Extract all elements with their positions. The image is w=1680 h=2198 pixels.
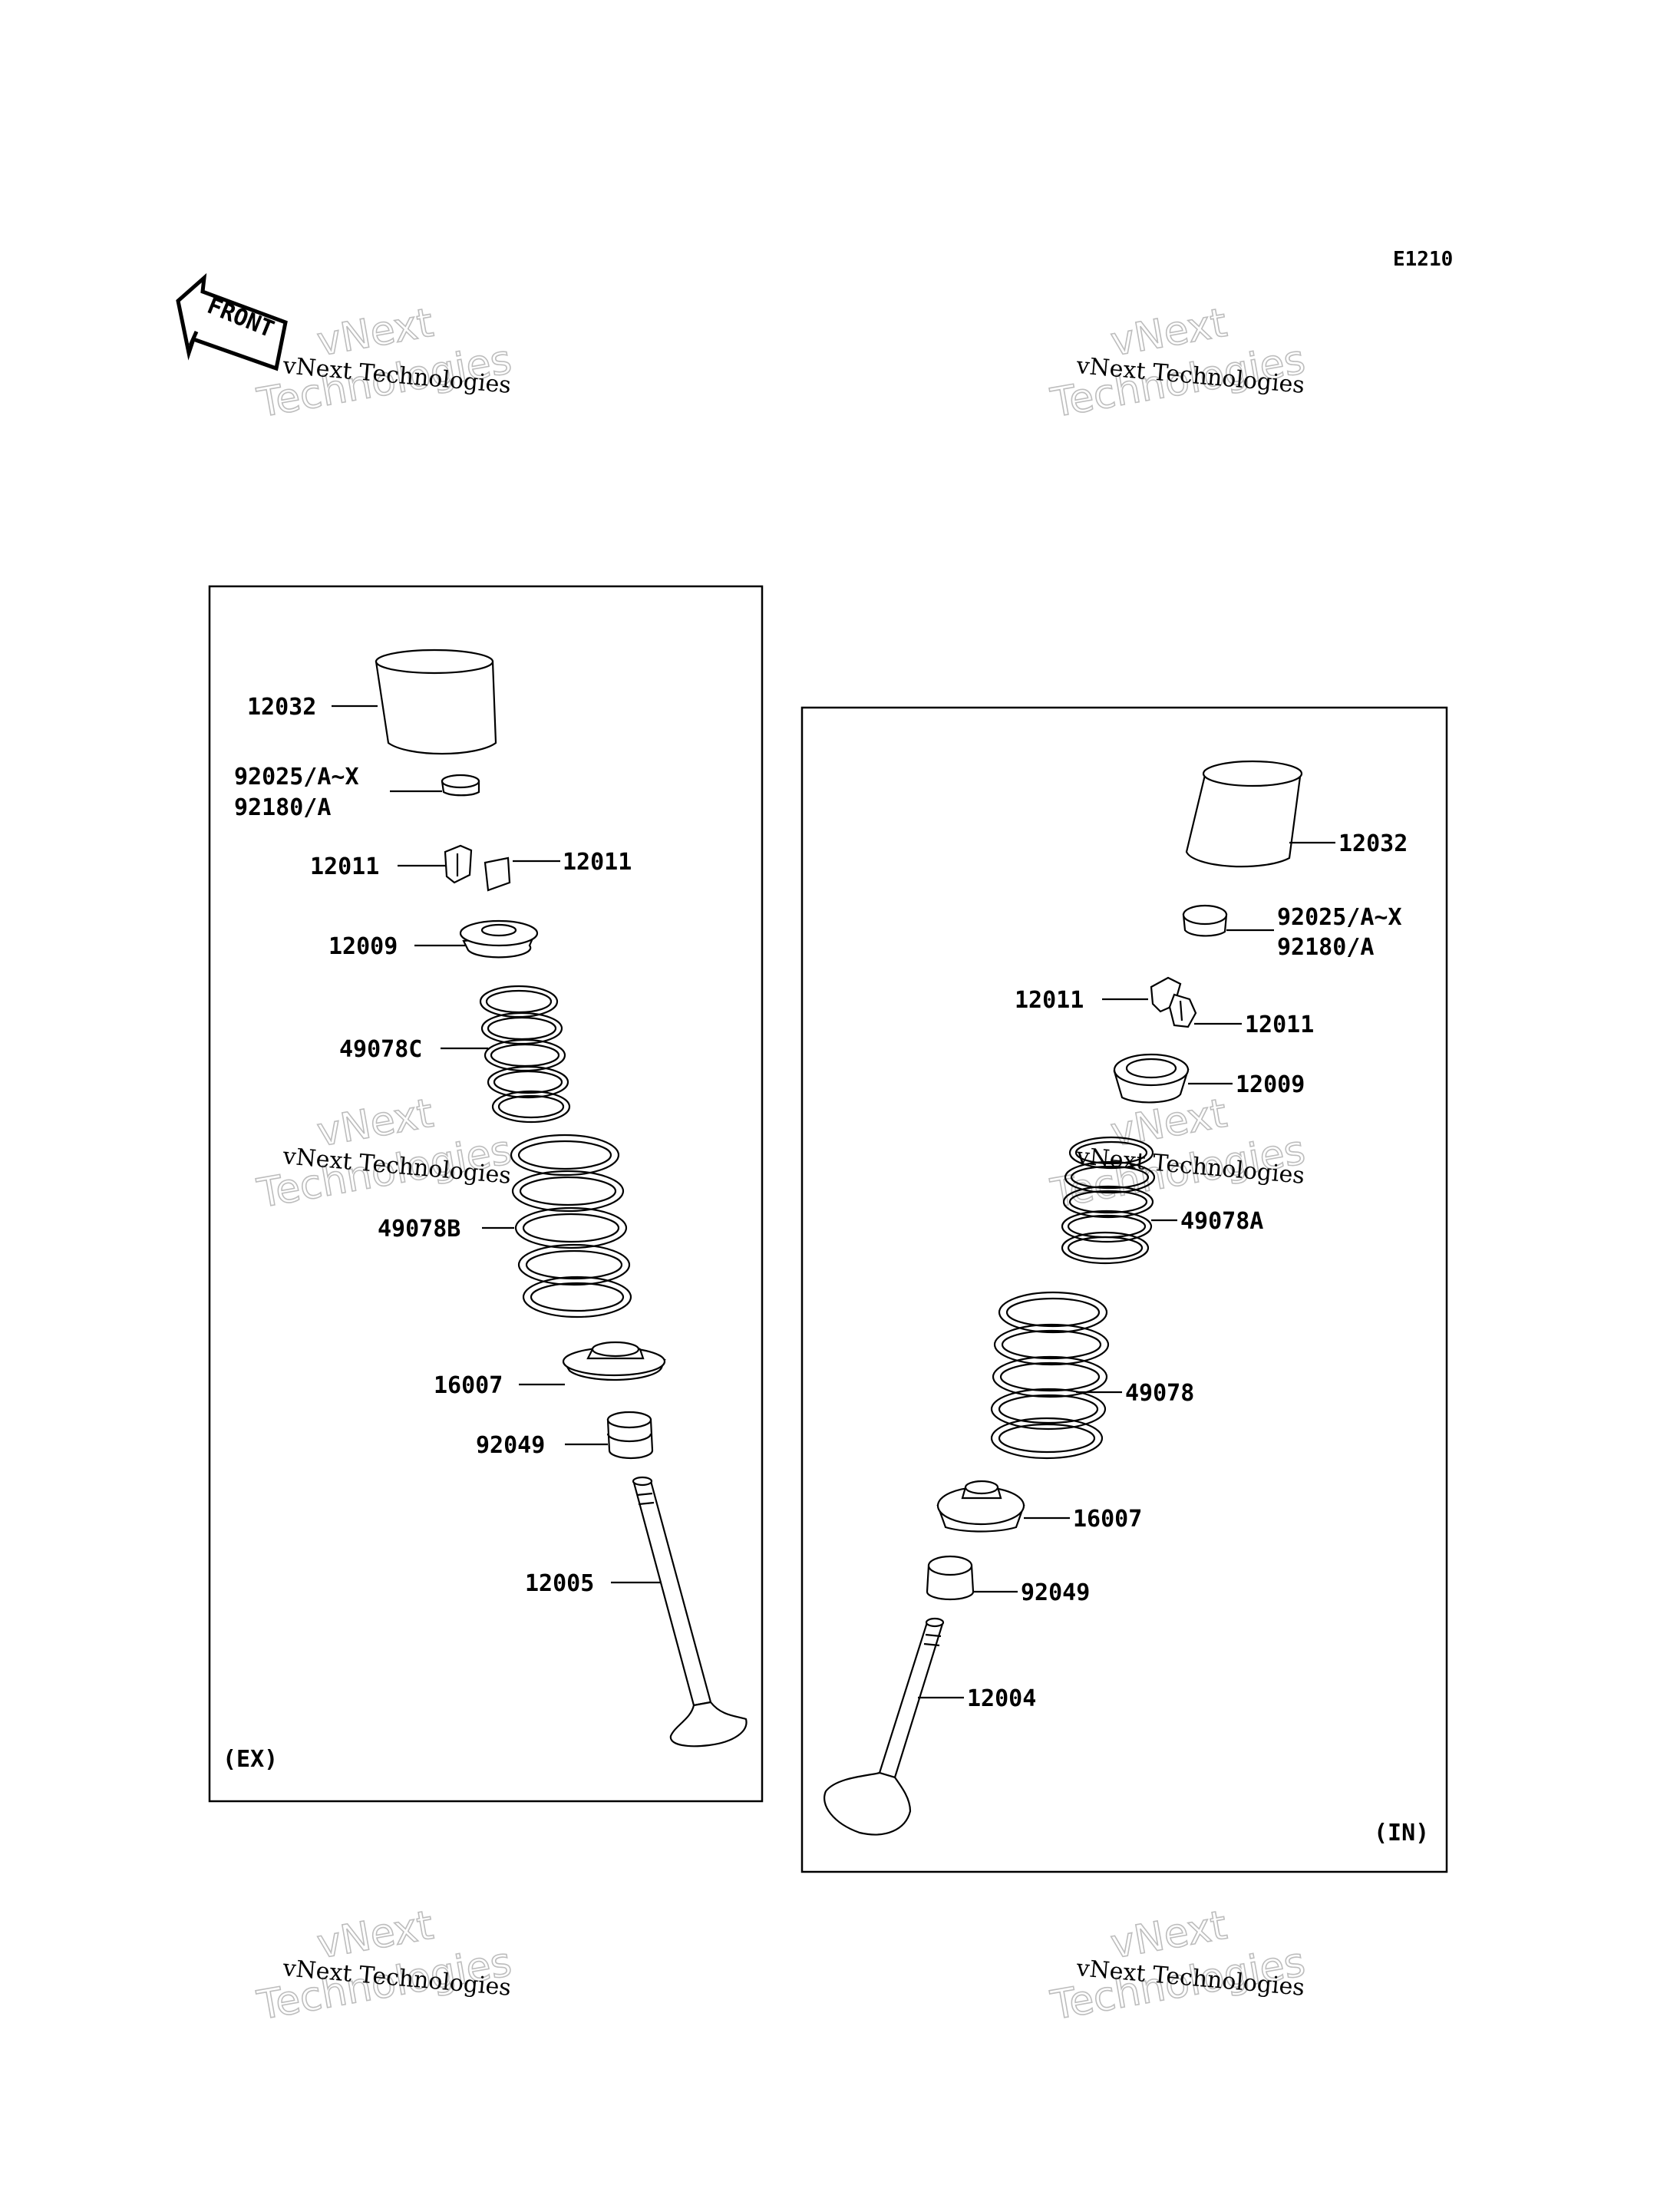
exhaust-label-inner-spring: 49078C <box>339 1036 422 1063</box>
intake-spring-seat <box>936 1480 1025 1533</box>
intake-keeper-right <box>1168 993 1197 1028</box>
intake-label-retainer: 12009 <box>1236 1071 1305 1098</box>
exhaust-label-keeper-left: 12011 <box>310 853 379 880</box>
exhaust-label-lifter: 12032 <box>247 694 316 721</box>
exhaust-label-shim-a: 92025/A~X <box>234 764 359 790</box>
exhaust-label-keeper-right: 12011 <box>563 849 632 876</box>
intake-label-shim-b: 92180/A <box>1277 934 1374 961</box>
intake-inner-spring <box>1061 1136 1156 1265</box>
exhaust-shim <box>441 774 480 797</box>
exhaust-lifter <box>375 649 497 755</box>
intake-label-valve: 12004 <box>967 1685 1036 1712</box>
exhaust-label-stem-seal: 92049 <box>476 1432 545 1459</box>
intake-shim <box>1182 904 1228 937</box>
intake-valve <box>823 1617 945 1836</box>
watermark-top-right: vNext Technologies <box>1047 299 1309 427</box>
intake-frame <box>800 706 1448 1873</box>
exhaust-keeper-left <box>444 844 473 884</box>
exhaust-label-shim-b: 92180/A <box>234 794 331 821</box>
intake-label-spring-seat: 16007 <box>1073 1506 1142 1533</box>
intake-stem-seal <box>926 1555 975 1601</box>
exhaust-label-spring-seat: 16007 <box>434 1372 503 1399</box>
exhaust-valve <box>632 1476 748 1748</box>
intake-label-outer-spring: 49078 <box>1125 1380 1194 1407</box>
intake-outer-spring <box>990 1291 1110 1460</box>
exhaust-outer-spring <box>510 1134 632 1318</box>
intake-label-keeper-left: 12011 <box>1015 987 1084 1014</box>
front-arrow-icon: FRONT <box>176 272 288 371</box>
exhaust-label-valve: 12005 <box>525 1570 594 1597</box>
intake-retainer <box>1113 1053 1190 1104</box>
exhaust-label-outer-spring: 49078B <box>378 1216 460 1243</box>
intake-label-inner-spring: 49078A <box>1180 1208 1263 1235</box>
exhaust-label-retainer: 12009 <box>328 933 398 960</box>
exhaust-spring-seat <box>562 1341 666 1381</box>
intake-group: 12032 92025/A~X 92180/A 12011 12011 1200… <box>800 706 1448 1873</box>
intake-label-keeper-right: 12011 <box>1245 1012 1314 1038</box>
exhaust-inner-spring <box>479 985 571 1124</box>
intake-lifter <box>1185 760 1303 868</box>
intake-tag: (IN) <box>1374 1820 1429 1847</box>
exhaust-tag: (EX) <box>223 1746 278 1773</box>
intake-label-shim-a: 92025/A~X <box>1277 904 1402 931</box>
exhaust-stem-seal <box>606 1411 654 1460</box>
exhaust-keeper-right <box>484 856 511 892</box>
exhaust-retainer <box>459 919 539 959</box>
exhaust-group: 12032 92025/A~X 92180/A 12011 12011 1200… <box>208 585 764 1803</box>
exhaust-frame <box>208 585 764 1803</box>
diagram-code: E1210 <box>1393 248 1453 271</box>
intake-label-stem-seal: 92049 <box>1021 1579 1090 1606</box>
intake-label-lifter: 12032 <box>1338 830 1408 857</box>
